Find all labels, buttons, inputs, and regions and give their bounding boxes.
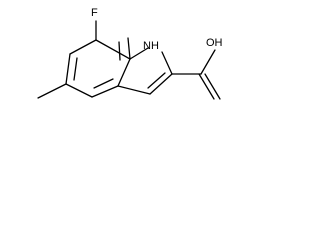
- bond-c4-c5: [65, 83, 93, 98]
- nh-label: NH: [143, 40, 159, 52]
- bond-c-o-double-b: [204, 73, 221, 100]
- bond-c-oh: [200, 49, 216, 75]
- bond-c-o-double-a: [198, 73, 215, 100]
- bond-c7-c7a: [127, 37, 131, 60]
- bond-c2-c3: [149, 73, 173, 95]
- bond-c3a-c4: [91, 85, 119, 98]
- bond-c5-c6: [65, 53, 71, 85]
- bond-c5-methyl: [37, 83, 67, 99]
- bond-c7-c7a-ring: [95, 39, 131, 60]
- bond-c7a-c3a: [117, 58, 131, 87]
- bond-c6-c7: [69, 39, 97, 55]
- bonds: [37, 20, 221, 100]
- bond-c7-c7a-inner: [118, 41, 121, 61]
- chemical-structure-diagram: F NH OH: [37, 7, 223, 100]
- bond-c3-c3a: [117, 85, 151, 95]
- bond-c7a-n1: [129, 47, 149, 60]
- bond-n1-c2: [161, 51, 173, 75]
- bond-c3a-c4-inner: [93, 78, 114, 89]
- bond-c2-c3-inner: [147, 72, 166, 89]
- bond-c5-c6-inner: [73, 57, 78, 81]
- atom-labels: F NH OH: [91, 7, 223, 52]
- oh-label: OH: [206, 37, 223, 49]
- fluorine-label: F: [91, 7, 98, 19]
